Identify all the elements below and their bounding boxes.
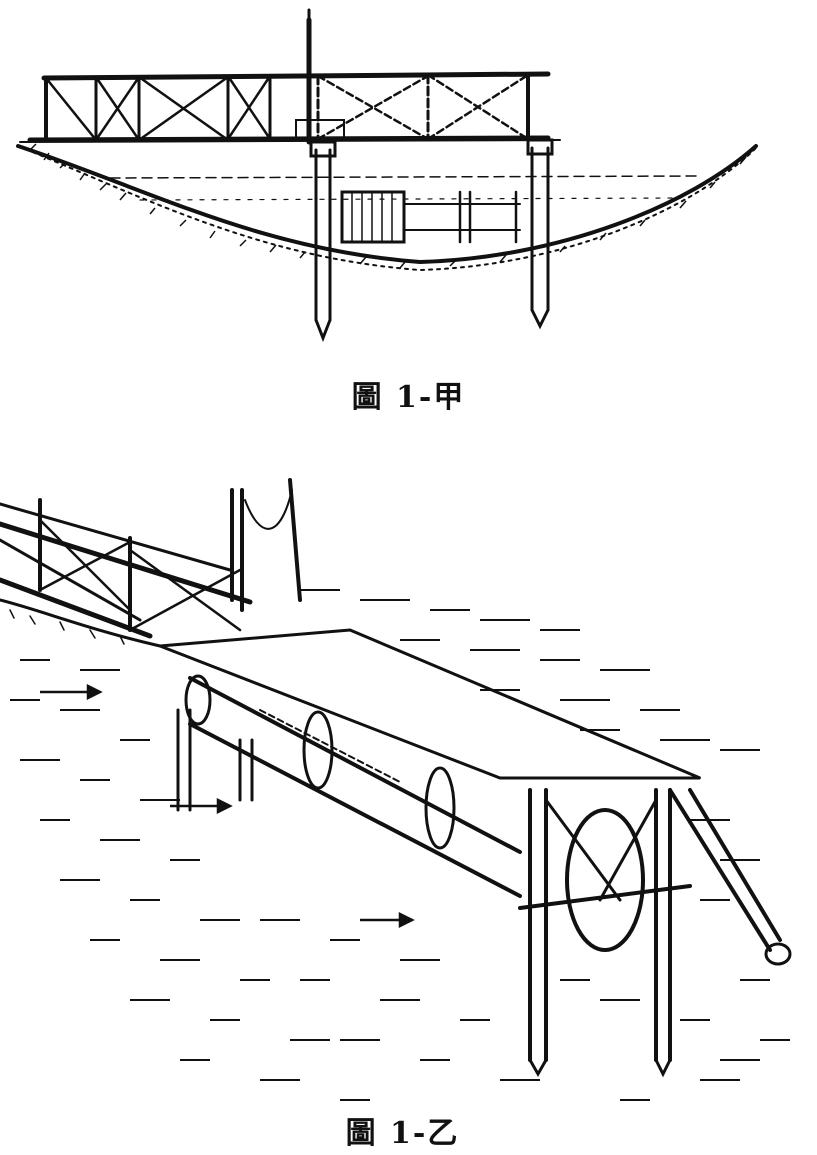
cylinder-upper-edge [188, 676, 522, 854]
mast-pole [230, 488, 244, 612]
figure-1b-illustration [0, 460, 817, 1120]
flow-arrows [40, 683, 415, 929]
figure-1b-caption: 圖 1-乙 [345, 1116, 460, 1151]
pontoon-turbine-diagram [0, 478, 792, 1101]
turbine-drum [340, 190, 406, 244]
cylinder-ring-2 [424, 766, 456, 850]
cylinder-ring-1 [302, 710, 334, 790]
truss-bottom-chord [27, 135, 551, 143]
cylinder-lower-edge [188, 722, 522, 898]
figure-1a-illustration [0, 0, 817, 370]
water-wheel [565, 808, 645, 952]
rear-leg [654, 788, 672, 1062]
water-hatching [10, 589, 790, 1101]
channel-bed-curve [16, 144, 758, 265]
figure-1a-caption: 圖 1-甲 [351, 380, 466, 415]
right-pile [530, 146, 550, 312]
bank-vegetation [29, 143, 747, 269]
truss-top-chord [41, 71, 551, 81]
bridge-truss-diagram [16, 8, 758, 343]
front-leg [528, 788, 548, 1062]
left-pile [314, 148, 332, 322]
